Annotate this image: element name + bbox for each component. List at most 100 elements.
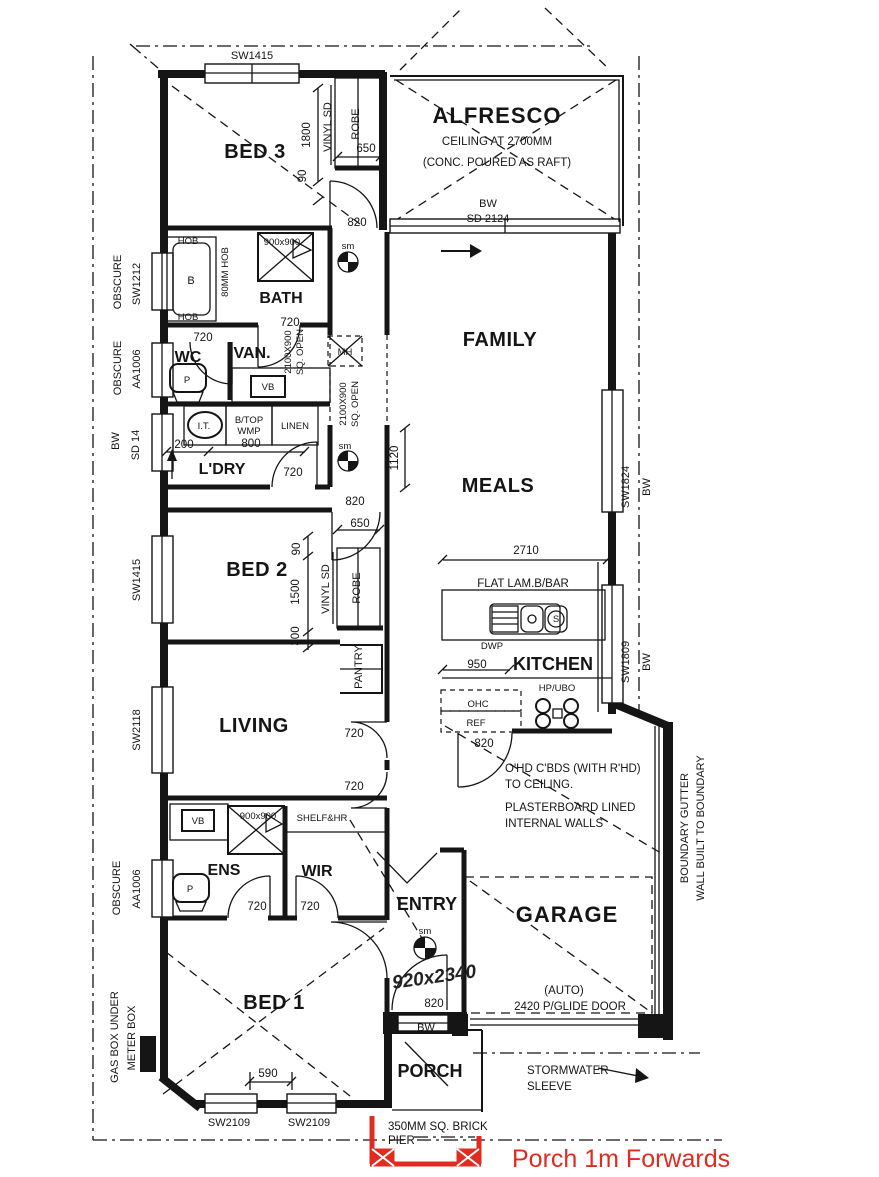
room-label-bath: BATH: [259, 290, 302, 307]
window-label-sw2109: SW2109: [208, 1117, 250, 1129]
room-label-wir: WIR: [301, 863, 333, 880]
dim-200: 200: [174, 439, 193, 451]
stormwater-note-2: SLEEVE: [527, 1081, 572, 1093]
dwp-label: DWP: [481, 641, 503, 652]
obscure-label: OBSCURE: [112, 255, 124, 309]
dim-650: 650: [356, 143, 375, 155]
gas-box-note-2: METER BOX: [126, 1005, 138, 1070]
windows: [151, 63, 624, 1114]
toilet-p-label: P: [187, 884, 193, 895]
hob-label: HOB: [178, 312, 199, 323]
ohc-label: OHC: [467, 699, 488, 710]
room-label-bed2: BED 2: [226, 559, 287, 581]
room-label-bed3: BED 3: [224, 141, 285, 163]
dim-950: 950: [467, 659, 486, 671]
bw-label: BW: [641, 653, 653, 671]
door-label-sd2124: SD 2124: [467, 213, 510, 225]
room-label-living: LIVING: [219, 715, 289, 737]
dim-1500: 1500: [290, 579, 302, 605]
dim-90: 90: [291, 543, 303, 556]
porch-outline: [392, 1029, 483, 1138]
bw-label: BW: [417, 1022, 435, 1034]
shelf-hr-label: SHELF&HR: [297, 813, 348, 824]
window-label-sw1415-top: SW1415: [231, 50, 273, 62]
hob-label: HOB: [178, 236, 199, 247]
sm-label: sm: [342, 241, 355, 252]
btop-label: B/TOP: [235, 415, 263, 426]
vinyl-sd-label: VINYL SD: [320, 564, 332, 614]
room-label-entry: ENTRY: [397, 894, 457, 914]
bw-label: BW: [110, 432, 122, 450]
window-label-sw2118: SW2118: [131, 709, 143, 750]
shower-size-label: 900x900: [240, 811, 276, 822]
dim-820: 820: [474, 738, 493, 750]
to-ceiling-note: TO CEILING.: [505, 779, 573, 791]
room-label-ens: ENS: [208, 862, 241, 879]
vinyl-sd-label: VINYL SD: [322, 102, 334, 152]
ref-label: REF: [467, 718, 486, 729]
door-arcs: [189, 180, 513, 1011]
wc-toilet: [169, 363, 207, 403]
vb-label: VB: [262, 382, 275, 393]
bath-tub-label: B: [187, 275, 194, 287]
hob80-label: 80MM HOB: [220, 247, 231, 297]
dim-720: 720: [247, 901, 266, 913]
garage-auto-note: (AUTO): [544, 985, 584, 997]
manhole-label: MH: [338, 347, 353, 358]
plasterboard-note-2: INTERNAL WALLS: [505, 818, 604, 830]
gas-box-note-1: GAS BOX UNDER: [109, 991, 121, 1083]
dim-720: 720: [300, 901, 319, 913]
sq-open-label: SQ. OPEN: [295, 329, 306, 375]
shower-size-label: 900x900: [264, 237, 300, 248]
direction-arrows: [167, 244, 649, 1083]
toilet-p-label: P: [184, 375, 190, 386]
window-label-sw1212: SW1212: [131, 263, 143, 305]
dim-820: 820: [347, 217, 366, 229]
bath-fixtures: [166, 232, 314, 322]
stormwater-note-1: STORMWATER: [527, 1065, 609, 1077]
vanity: [231, 367, 331, 403]
dim-590: 590: [258, 1068, 277, 1080]
dim-720: 720: [344, 781, 363, 793]
interior-walls: [164, 225, 612, 1014]
boundary-gutter-note: BOUNDARY GUTTER: [679, 773, 691, 883]
room-label-bed1: BED 1: [243, 992, 304, 1014]
meter-box: [140, 1036, 156, 1072]
dim-820: 820: [345, 496, 364, 508]
brick-pier-note-1: 350MM SQ. BRICK: [388, 1121, 488, 1133]
room-label-ldry: L'DRY: [199, 461, 246, 478]
pantry-label: PANTRY: [353, 645, 365, 689]
sm-label: sm: [339, 441, 352, 452]
brick-pier-icon: [456, 1148, 480, 1167]
dim-300: 300: [290, 626, 302, 645]
brick-pier-icon: [371, 1148, 395, 1167]
wmp-label: WMP: [237, 426, 260, 437]
roof-dashed-lines: [162, 7, 667, 1097]
bed2-robe: [332, 547, 383, 631]
dim-90: 90: [297, 170, 309, 183]
obscure-label: OBSCURE: [112, 341, 124, 395]
pantry-shelves: [340, 644, 383, 694]
room-label-van: VAN.: [233, 345, 270, 362]
dim-720: 720: [193, 332, 212, 344]
alfresco-outline: [390, 75, 624, 226]
garage-door-note: 2420 P/GLIDE DOOR: [514, 1001, 626, 1013]
dim-720: 720: [283, 467, 302, 479]
hp-ubo-label: HP/UBO: [539, 683, 575, 694]
dim-2710: 2710: [513, 545, 539, 557]
dimension-lines: [161, 83, 613, 1090]
room-label-wc: WC: [175, 349, 202, 366]
text-labels: SW1415 BED 3 1800 VINYL SD ROBE 650 90 8…: [109, 50, 730, 1173]
robe-label: ROBE: [351, 572, 363, 603]
room-label-garage: GARAGE: [516, 902, 619, 927]
dim-720: 720: [344, 728, 363, 740]
bw-label-alfresco: BW: [479, 198, 497, 210]
site-boundary-lines: [92, 43, 722, 1141]
bed3-robe: [330, 77, 383, 171]
ens-fixtures: [169, 803, 385, 912]
alfresco-ceiling-note: CEILING AT 2700MM: [442, 136, 552, 148]
window-label-aa1006: AA1006: [131, 869, 143, 908]
vb-label: VB: [192, 816, 205, 827]
brick-pier-note-2: PIER: [388, 1135, 415, 1147]
